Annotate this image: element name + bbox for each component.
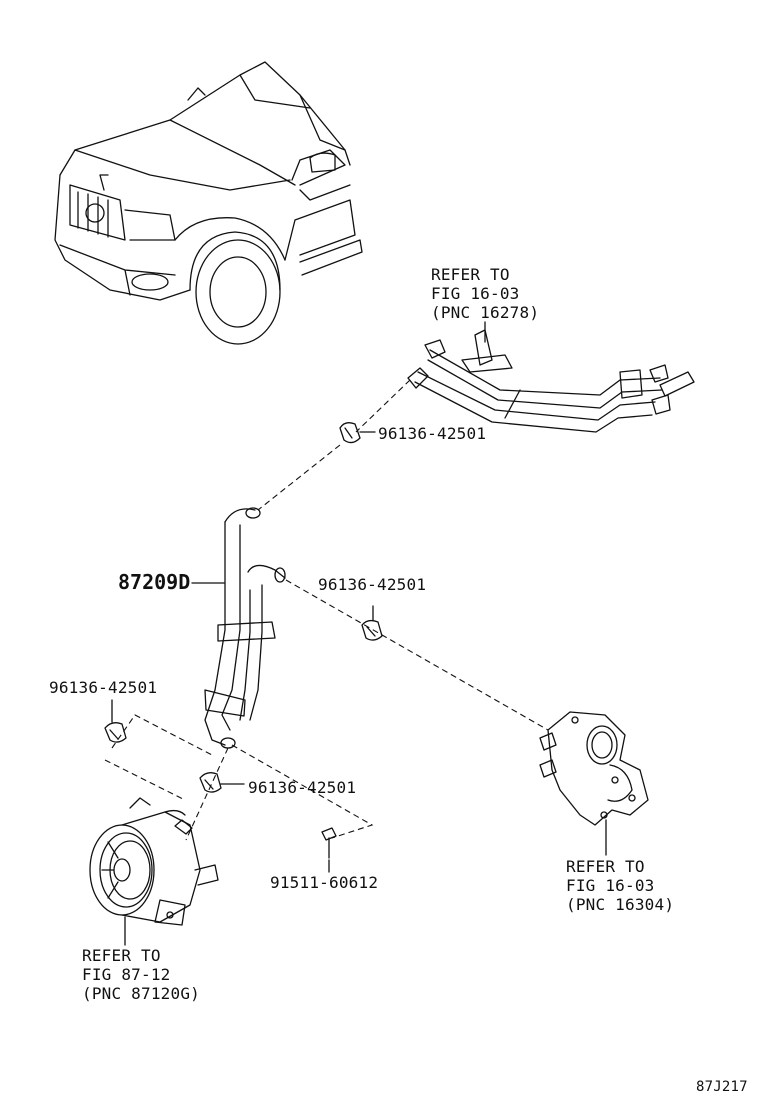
- figure-code: 87J217: [696, 1079, 748, 1095]
- vehicle-illustration: [54, 61, 363, 345]
- hose-assembly-part-number: 87209D: [118, 570, 191, 594]
- clamp-left-illustration: [104, 699, 127, 743]
- clamp-upper-part-number: 96136-42501: [378, 424, 487, 443]
- heater-pipe-illustration: [407, 329, 695, 433]
- dash-bolt: [231, 744, 374, 839]
- clamp-upper-illustration: [339, 422, 376, 444]
- dash-hose-to-waterpump: [285, 579, 549, 731]
- clamp-left-part-number: 96136-42501: [49, 678, 158, 697]
- dash-hose-to-pump: [185, 747, 229, 841]
- dash-pipe-to-clamp: [355, 379, 411, 433]
- clamp-middle-illustration: [361, 605, 383, 641]
- clamp-middle-part-number: 96136-42501: [318, 575, 427, 594]
- bolt-part-number: 91511-60612: [270, 873, 379, 892]
- refer-vane-pump-label: REFER TO FIG 87-12 (PNC 87120G): [82, 946, 200, 1003]
- dash-clamp-to-hose: [257, 444, 341, 511]
- water-pump-illustration: [539, 711, 649, 856]
- vane-pump-illustration: [89, 797, 219, 926]
- dash-pump-box: [104, 714, 213, 801]
- bolt-illustration: [321, 827, 337, 873]
- clamp-lower-illustration: [199, 772, 245, 793]
- hose-assembly-illustration: [204, 507, 286, 749]
- refer-water-pump-label: REFER TO FIG 16-03 (PNC 16304): [566, 857, 675, 914]
- refer-heater-pipe-label: REFER TO FIG 16-03 (PNC 16278): [431, 265, 540, 322]
- clamp-lower-part-number: 96136-42501: [248, 778, 357, 797]
